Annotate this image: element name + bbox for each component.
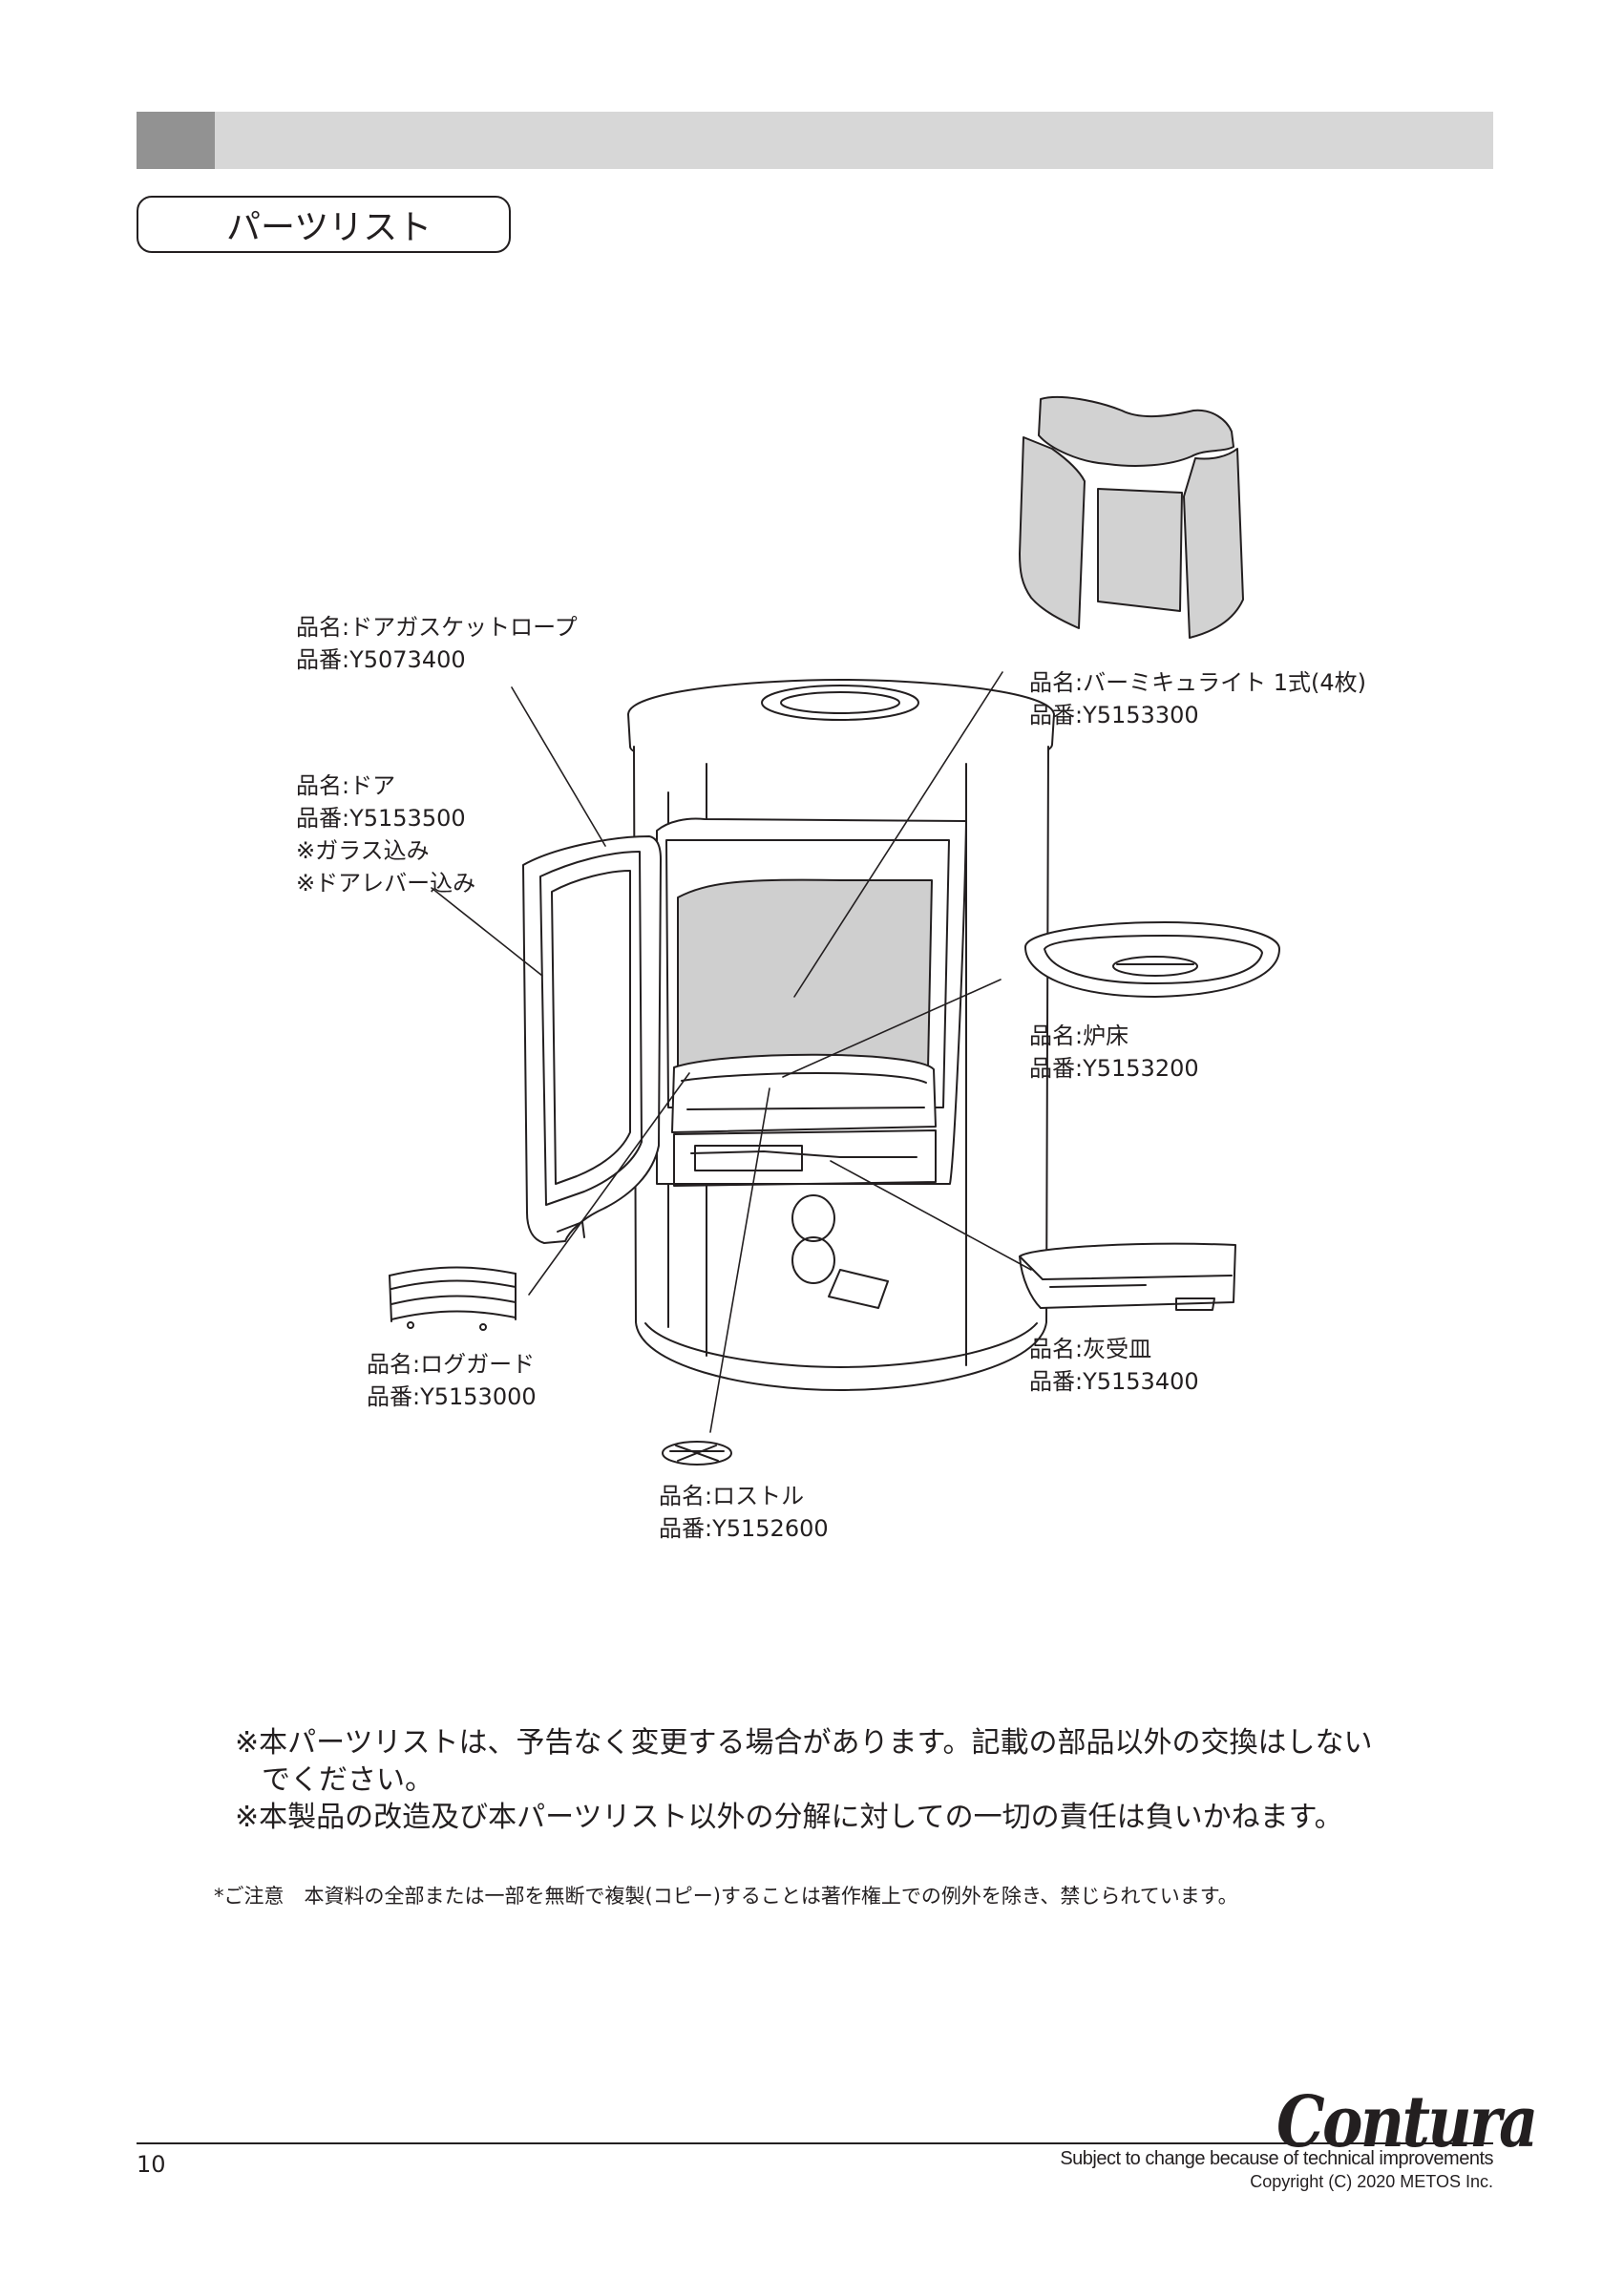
part-number: 品番:Y5153500 bbox=[296, 805, 466, 832]
part-number: 品番:Y5153200 bbox=[1029, 1055, 1199, 1082]
leader-lines bbox=[431, 671, 1032, 1433]
log-guard-illustration bbox=[389, 1266, 517, 1331]
part-note: ※ドアレバー込み bbox=[296, 870, 476, 896]
part-name: 品名:ログガード bbox=[367, 1351, 536, 1378]
part-name: 品名:ドア bbox=[296, 772, 396, 799]
stove-illustration bbox=[627, 679, 1055, 1391]
part-label-door-gasket: 品名:ドアガスケットロープ 品番:Y5073400 bbox=[296, 611, 578, 676]
copyright-caution: *ご注意 本資料の全部または一部を無断で複製(コピー)することは著作権上での例外… bbox=[214, 1885, 1238, 1908]
part-label-ash-pan: 品名:灰受皿 品番:Y5153400 bbox=[1029, 1333, 1199, 1398]
ash-pan-illustration bbox=[1019, 1242, 1236, 1311]
brand-logo: Contura bbox=[1276, 2081, 1538, 2163]
part-label-vermiculite: 品名:バーミキュライト 1式(4枚) 品番:Y5153300 bbox=[1029, 666, 1366, 731]
notice-line: ※本パーツリストは、予告なく変更する場合があります。記載の部品以外の交換はしない bbox=[235, 1726, 1373, 1760]
section-title: パーツリスト bbox=[137, 196, 511, 253]
notice-line: でください。 bbox=[262, 1763, 433, 1797]
part-name: 品名:ドアガスケットロープ bbox=[296, 614, 578, 641]
part-name: 品名:ロストル bbox=[659, 1483, 805, 1509]
part-label-hearth-floor: 品名:炉床 品番:Y5153200 bbox=[1029, 1020, 1199, 1085]
part-name: 品名:炉床 bbox=[1029, 1023, 1129, 1049]
vermiculite-illustration bbox=[1019, 395, 1244, 639]
part-number: 品番:Y5073400 bbox=[296, 646, 466, 673]
section-title-text: パーツリスト bbox=[226, 208, 432, 247]
page-number: 10 bbox=[137, 2151, 166, 2178]
footer-divider bbox=[137, 2142, 1493, 2144]
header-tab bbox=[137, 112, 215, 169]
header-bar bbox=[137, 112, 1493, 169]
grate-illustration bbox=[662, 1441, 732, 1466]
part-note: ※ガラス込み bbox=[296, 837, 430, 864]
footer-subject: Subject to change because of technical i… bbox=[1060, 2148, 1493, 2169]
part-number: 品番:Y5153400 bbox=[1029, 1368, 1199, 1395]
hearth-floor-illustration bbox=[1024, 921, 1280, 998]
part-label-log-guard: 品名:ログガード 品番:Y5153000 bbox=[367, 1348, 537, 1413]
part-number: 品番:Y5153000 bbox=[367, 1383, 537, 1410]
part-label-door: 品名:ドア 品番:Y5153500 ※ガラス込み ※ドアレバー込み bbox=[296, 770, 475, 899]
footer-notes: Subject to change because of technical i… bbox=[1060, 2148, 1493, 2192]
notice-text: ※本パーツリストは、予告なく変更する場合があります。記載の部品以外の交換はしない… bbox=[235, 1724, 1373, 1836]
door-illustration bbox=[522, 835, 662, 1244]
footer-copyright: Copyright (C) 2020 METOS Inc. bbox=[1250, 2172, 1493, 2191]
part-name: 品名:バーミキュライト 1式(4枚) bbox=[1029, 669, 1366, 696]
part-number: 品番:Y5152600 bbox=[659, 1515, 829, 1542]
notice-line: ※本製品の改造及び本パーツリスト以外の分解に対しての一切の責任は負いかねます。 bbox=[235, 1801, 1343, 1834]
part-name: 品名:灰受皿 bbox=[1029, 1336, 1152, 1362]
part-number: 品番:Y5153300 bbox=[1029, 702, 1199, 728]
part-label-grate: 品名:ロストル 品番:Y5152600 bbox=[659, 1480, 829, 1545]
